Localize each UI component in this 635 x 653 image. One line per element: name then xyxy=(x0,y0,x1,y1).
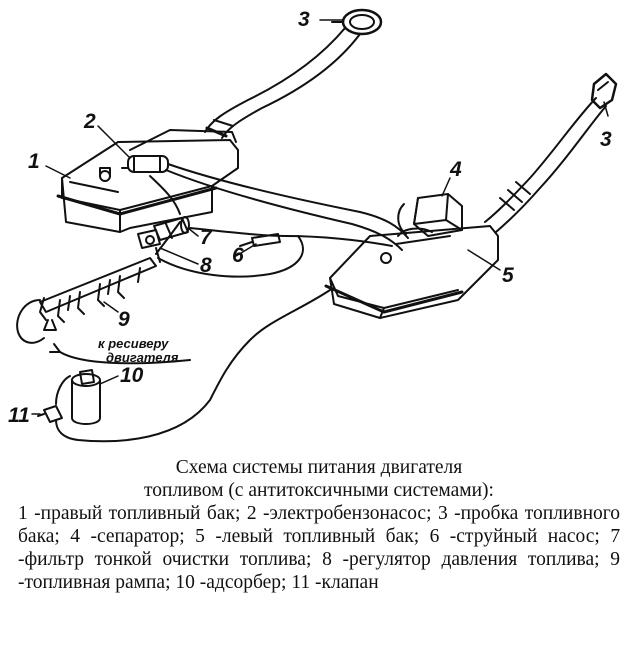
legend-item-2: 2 -электробензонасос; xyxy=(246,503,432,524)
label-10: 10 xyxy=(120,364,144,387)
callout-leaders xyxy=(31,19,609,415)
fuel-rail xyxy=(16,257,157,344)
label-1: 1 xyxy=(28,150,40,173)
vapor-lines xyxy=(49,289,331,443)
legend-item-11: 11 -клапан xyxy=(291,572,379,593)
label-8: 8 xyxy=(200,254,212,277)
label-7: 7 xyxy=(200,226,213,249)
legend-item-6: 6 -струйный насос; xyxy=(429,526,600,547)
right-fuel-tank xyxy=(56,129,239,233)
label-5: 5 xyxy=(502,264,514,287)
receiver-note-line1: к ресиверу xyxy=(98,336,169,351)
legend-item-9: 9 -топливная рампа; xyxy=(18,549,621,593)
jet-pump xyxy=(239,233,281,247)
filler-neck-right xyxy=(204,8,383,139)
legend-item-10: 10 -адсорбер; xyxy=(175,572,287,593)
legend-item-1: 1 -правый топливный бак; xyxy=(18,503,241,524)
label-9: 9 xyxy=(118,308,130,331)
legend-item-4: 4 -сепаратор; xyxy=(70,526,185,547)
label-11: 11 xyxy=(8,404,30,427)
label-3-top: 3 xyxy=(298,8,310,31)
label-3-right: 3 xyxy=(600,128,612,151)
legend-item-3: 3 -пробка топливного бака; xyxy=(18,503,621,547)
fuel-pressure-regulator xyxy=(137,229,161,263)
label-6: 6 xyxy=(232,244,244,267)
caption-title: Схема системы питания двигателя топливом… xyxy=(18,456,620,502)
figure-caption: Схема системы питания двигателя топливом… xyxy=(18,456,620,594)
legend-item-7: 7 -фильтр тонкой очистки топлива; xyxy=(18,526,621,570)
left-fuel-tank xyxy=(324,225,499,319)
fuel-lines xyxy=(149,163,409,278)
filler-neck-left xyxy=(484,72,618,233)
fuel-system-diagram: 3 1 2 3 4 5 6 7 8 9 10 11 к ресиверу дви… xyxy=(8,8,618,443)
label-4: 4 xyxy=(449,158,462,181)
label-2: 2 xyxy=(83,110,96,133)
valve xyxy=(37,405,63,423)
legend-item-8: 8 -регулятор давления топлива; xyxy=(322,549,600,570)
caption-title-line1: Схема системы питания двигателя xyxy=(175,457,463,478)
caption-title-line2: топливом (с антитоксичными системами): xyxy=(144,480,494,501)
legend-item-5: 5 -левый топливный бак; xyxy=(195,526,420,547)
receiver-note-line2: двигателя xyxy=(106,350,179,365)
fine-fuel-filter xyxy=(153,216,190,241)
electric-fuel-pump xyxy=(121,155,169,173)
caption-legend: 1 -правый топливный бак; 2 -электробензо… xyxy=(18,502,620,594)
adsorber xyxy=(71,369,101,425)
